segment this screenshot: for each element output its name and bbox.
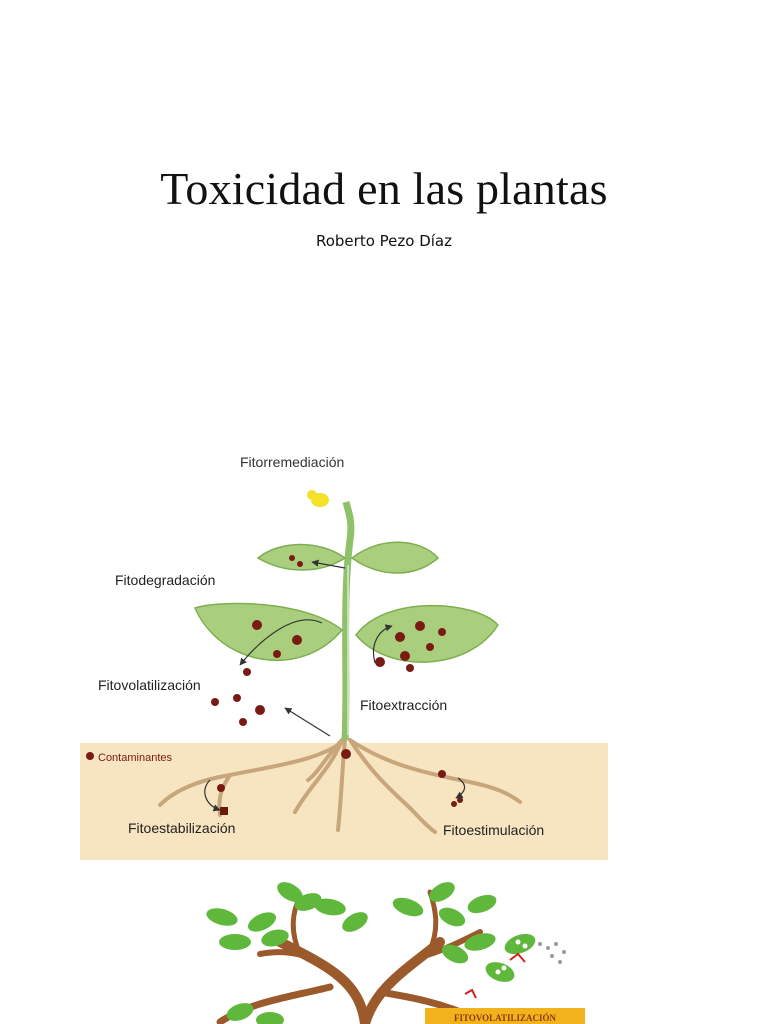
label-contaminantes: Contaminantes (98, 752, 172, 764)
label-fitoestimulacion: Fitoestimulación (443, 822, 544, 838)
banner-label: FITOVOLATILIZACIÓN (454, 1013, 557, 1023)
leaf-mid-right (355, 604, 499, 663)
label-fitovolatilizacion: Fitovolatilización (98, 677, 201, 693)
label-fitodegradacion: Fitodegradación (115, 572, 215, 588)
tree-branches (216, 889, 484, 1024)
label-fitoestabilizacion: Fitoestabilización (128, 820, 235, 836)
document-author: Roberto Pezo Díaz (315, 232, 452, 250)
phytoremediation-diagram: Fitorremediación Fitodegradación Fitovol… (80, 454, 608, 860)
process-arrows (204, 559, 466, 812)
volatile-particles (464, 939, 566, 999)
roots (158, 738, 522, 834)
label-fitorremediacion: Fitorremediación (240, 454, 344, 470)
contaminant-dots (86, 555, 463, 807)
label-fitoextraccion: Fitoextracción (360, 697, 447, 713)
leaf-mid-left (193, 602, 344, 662)
banner-background (425, 1008, 585, 1024)
document-title: Toxicidad en las plantas (160, 163, 608, 214)
leaf-top-right (350, 541, 440, 574)
phytovolatilization-tree-illustration: FITOVOLATILIZACIÓN (206, 882, 585, 1024)
flower (307, 490, 329, 507)
tree-leaves (206, 882, 536, 1024)
